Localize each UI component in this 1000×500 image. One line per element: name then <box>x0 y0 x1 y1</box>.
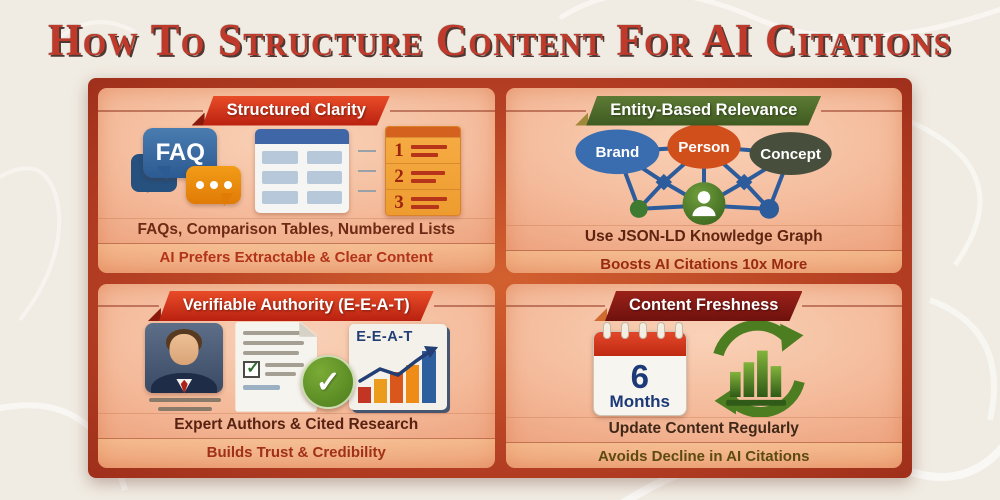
calendar-ring <box>656 321 665 339</box>
banner-label: Structured Clarity <box>226 100 366 119</box>
author-avatar-icon <box>145 322 225 411</box>
graph-node-blue <box>759 199 779 219</box>
banner-row: Content Freshness <box>505 291 902 321</box>
calendar-ring <box>638 321 647 339</box>
card-secondary-text: Boosts AI Citations 10x More <box>505 250 902 273</box>
calendar-ring <box>620 321 629 339</box>
verifiable-authority-banner: Verifiable Authority (E-E-A-T) <box>159 291 434 321</box>
knowledge-graph-icon: Brand Person Concept <box>575 125 832 225</box>
card-primary-text: Expert Authors & Cited Research <box>98 413 495 438</box>
ribbon-fold <box>147 308 161 321</box>
banner-ribbon: Content Freshness <box>594 291 802 321</box>
content-freshness-banner: Content Freshness <box>605 291 802 321</box>
banner-side-line <box>433 305 495 307</box>
banner-side-line <box>802 305 902 307</box>
banner-side-line <box>98 109 203 112</box>
banner-ribbon: Structured Clarity <box>191 96 390 126</box>
card-primary-text: Update Content Regularly <box>505 416 902 442</box>
concept-label: Concept <box>760 146 821 163</box>
user-icon <box>697 191 710 204</box>
cited-document-icon <box>235 321 318 412</box>
icon-group: 6 Months <box>506 320 903 417</box>
numbered-list-icon: 1 2 3 <box>385 126 462 217</box>
graph-node-green <box>629 200 648 218</box>
card-primary-text: Use JSON-LD Knowledge Graph <box>505 225 902 250</box>
banner-ribbon: Verifiable Authority (E-E-A-T) <box>147 291 434 321</box>
banner-side-line <box>821 109 902 112</box>
dots-bubble-icon <box>186 166 242 207</box>
banner-row: Verifiable Authority (E-E-A-T) <box>98 292 495 321</box>
eeat-chart-icon: E-E-A-T <box>349 323 448 410</box>
refresh-growth-chart-icon <box>713 320 805 417</box>
banner-side-line <box>505 109 587 112</box>
calendar-number: 6 <box>630 357 649 395</box>
connector-lines <box>358 150 377 193</box>
card-primary-text: FAQs, Comparison Tables, Numbered Lists <box>98 217 495 243</box>
banner-label: Content Freshness <box>629 296 779 314</box>
banner-label: Entity-Based Relevance <box>610 100 798 119</box>
avatar-byline <box>145 397 225 411</box>
banner-side-line <box>98 305 159 307</box>
banner-side-line <box>505 305 606 307</box>
avatar-tie <box>180 379 188 393</box>
ribbon-fold <box>575 112 589 126</box>
page-fold <box>299 321 318 337</box>
card-secondary-text: Avoids Decline in AI Citations <box>505 441 902 468</box>
comparison-table-icon <box>255 129 350 214</box>
person-label: Person <box>678 139 729 156</box>
faq-speech-bubbles-icon: FAQ <box>131 128 242 214</box>
ribbon-fold <box>191 112 205 126</box>
infographic-panel: Structured Clarity FAQ <box>88 78 912 478</box>
concept-node <box>749 132 832 175</box>
calendar-icon: 6 Months <box>592 321 687 416</box>
person-node <box>667 125 741 169</box>
banner-label: Verifiable Authority (E-E-A-T) <box>182 296 410 314</box>
calendar-ring <box>602 321 611 339</box>
icon-group: Brand Person Concept <box>506 125 903 225</box>
banner-side-line <box>389 109 495 112</box>
banner-ribbon: Entity-Based Relevance <box>575 96 821 126</box>
page-title: How To Structure Content For AI Citation… <box>47 15 953 66</box>
card-entity-based-relevance: Entity-Based Relevance <box>505 88 903 273</box>
check-badge-icon: ✓ <box>301 355 356 409</box>
brand-label: Brand <box>595 144 639 161</box>
banner-row: Entity-Based Relevance <box>505 96 902 126</box>
eeat-bar-chart <box>358 345 439 403</box>
calendar-unit: Months <box>609 391 670 411</box>
avatar-face <box>169 333 199 365</box>
icon-group: FAQ <box>98 125 495 218</box>
eeat-label: E-E-A-T <box>356 328 413 345</box>
card-verifiable-authority: Verifiable Authority (E-E-A-T) <box>98 283 495 468</box>
card-structured-clarity: Structured Clarity FAQ <box>98 88 495 273</box>
icon-group: ✓ E-E-A-T <box>98 321 495 414</box>
banner-row: Structured Clarity <box>98 96 495 126</box>
calendar-ring <box>674 321 683 339</box>
graph-node-small <box>735 173 753 191</box>
structured-clarity-banner: Structured Clarity <box>203 96 390 126</box>
ribbon-fold <box>594 308 608 321</box>
entity-relevance-banner: Entity-Based Relevance <box>586 96 821 126</box>
brand-node <box>575 129 660 175</box>
card-secondary-text: Builds Trust & Credibility <box>98 438 495 468</box>
card-secondary-text: AI Prefers Extractable & Clear Content <box>98 242 495 273</box>
graph-node-small <box>655 173 672 191</box>
faq-label: FAQ <box>155 139 205 167</box>
card-content-freshness: Content Freshness 6 Months <box>505 283 903 468</box>
checkbox-icon <box>243 358 261 378</box>
